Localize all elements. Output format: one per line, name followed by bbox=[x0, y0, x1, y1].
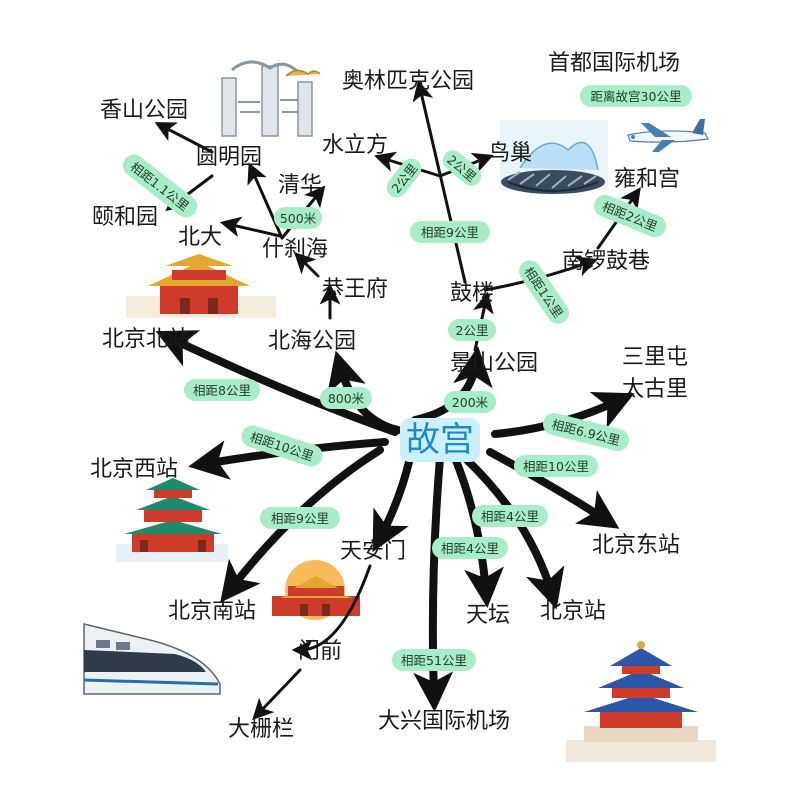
svg-text:距离故宫30公里: 距离故宫30公里 bbox=[591, 89, 682, 104]
place-shichahai[interactable]: 什刹海 bbox=[262, 237, 328, 262]
place-yuanmingyuan[interactable]: 圆明园 bbox=[196, 145, 262, 170]
tower-pavilion-icon bbox=[116, 478, 228, 562]
arrow-xiangshan bbox=[154, 122, 214, 154]
svg-text:2公里: 2公里 bbox=[456, 323, 489, 338]
palace-gate-icon bbox=[126, 254, 276, 318]
arrow-shichahai bbox=[294, 252, 320, 278]
place-gonglou[interactable]: 鼓楼 bbox=[450, 281, 494, 306]
place-niaochao[interactable]: 鸟巢 bbox=[488, 141, 532, 166]
badge-aolin: 相距9公里 bbox=[410, 221, 490, 243]
badge-niaochao: 2公里 bbox=[442, 150, 482, 186]
svg-text:相距4公里: 相距4公里 bbox=[441, 541, 499, 556]
place-nanluoguxiang[interactable]: 南锣鼓巷 bbox=[562, 249, 650, 274]
place-dazhalan[interactable]: 大栅栏 bbox=[228, 717, 294, 742]
place-qinghua[interactable]: 清华 bbox=[278, 173, 322, 198]
badge-gonglou: 2公里 bbox=[448, 319, 496, 341]
place-tiantan[interactable]: 天坛 bbox=[466, 603, 510, 628]
arrow-beijing-north bbox=[155, 330, 399, 436]
place-beijing-station[interactable]: 北京站 bbox=[540, 599, 606, 624]
place-beihai[interactable]: 北海公园 bbox=[268, 329, 356, 354]
arrow-tiananmen bbox=[372, 454, 414, 553]
place-qianmen[interactable]: 门前 bbox=[298, 639, 342, 664]
tiananmen-icon bbox=[272, 560, 360, 620]
svg-text:相距8公里: 相距8公里 bbox=[193, 383, 251, 398]
center-label: 故宫 bbox=[406, 420, 474, 460]
place-beijing-east[interactable]: 北京东站 bbox=[592, 533, 680, 558]
arrow-qianmen bbox=[291, 564, 372, 661]
svg-text:相距4公里: 相距4公里 bbox=[481, 509, 539, 524]
arrow-dazhalan bbox=[252, 668, 302, 721]
badge-east: 相距10公里 bbox=[514, 455, 598, 477]
place-tiananmen[interactable]: 天安门 bbox=[340, 539, 406, 564]
arrow-beihai bbox=[327, 350, 402, 434]
place-jingshan[interactable]: 景山公园 bbox=[450, 351, 538, 376]
temple-of-heaven-icon bbox=[566, 641, 716, 762]
place-beida[interactable]: 北大 bbox=[178, 225, 222, 250]
arrow-aolin bbox=[412, 79, 467, 284]
badge-yonghe: 相距2公里 bbox=[593, 194, 667, 238]
place-labels: 香山公园 圆明园 颐和园 北大 清华 什刹海 水立方 奥林匹克公园 鸟巢 首都国… bbox=[90, 51, 688, 742]
arrow-beida bbox=[219, 216, 282, 238]
badge-station: 相距4公里 bbox=[432, 537, 508, 559]
place-daxing-airport[interactable]: 大兴国际机场 bbox=[378, 709, 510, 734]
svg-text:相距9公里: 相距9公里 bbox=[421, 225, 479, 240]
place-yiheyuan[interactable]: 颐和园 bbox=[92, 205, 158, 230]
place-xiangshan[interactable]: 香山公园 bbox=[100, 98, 188, 123]
badge-north: 相距8公里 bbox=[184, 379, 260, 401]
badge-west: 相距10公里 bbox=[241, 425, 323, 467]
svg-text:相距9公里: 相距9公里 bbox=[271, 511, 329, 526]
svg-text:500米: 500米 bbox=[280, 211, 317, 226]
badge-south: 相距9公里 bbox=[260, 507, 340, 529]
badge-capital: 距离故宫30公里 bbox=[580, 85, 692, 107]
arrow-yuanming bbox=[247, 162, 284, 240]
badge-jingshan: 200米 bbox=[444, 391, 496, 413]
bird-nest-icon bbox=[500, 120, 608, 194]
place-capital-airport[interactable]: 首都国际机场 bbox=[548, 51, 680, 76]
svg-text:200米: 200米 bbox=[452, 395, 489, 410]
svg-text:相距51公里: 相距51公里 bbox=[401, 653, 467, 668]
place-yonghegong[interactable]: 雍和宫 bbox=[614, 167, 680, 192]
yuanmingyuan-ruins-icon bbox=[221, 60, 321, 137]
svg-text:相距10公里: 相距10公里 bbox=[523, 459, 589, 474]
place-beijing-south[interactable]: 北京南站 bbox=[168, 599, 256, 624]
badge-beihai: 800米 bbox=[320, 387, 372, 409]
svg-text:800米: 800米 bbox=[328, 391, 365, 406]
place-gongwangfu[interactable]: 恭王府 bbox=[322, 277, 388, 302]
place-beijing-west[interactable]: 北京西站 bbox=[90, 457, 178, 482]
badge-daxing: 相距51公里 bbox=[392, 649, 476, 671]
airplane-icon bbox=[627, 119, 709, 152]
badge-tiantan: 相距4公里 bbox=[472, 505, 548, 527]
bullet-train-icon bbox=[83, 623, 221, 695]
place-aolinpike[interactable]: 奥林匹克公园 bbox=[342, 69, 474, 94]
place-shuilifang[interactable]: 水立方 bbox=[322, 133, 388, 158]
place-sanlitun-line1[interactable]: 三里屯 bbox=[622, 345, 688, 370]
arrow-beijing-east bbox=[486, 448, 620, 529]
place-beijing-north[interactable]: 北京北站 bbox=[102, 327, 190, 352]
place-sanlitun-line2[interactable]: 太古里 bbox=[622, 377, 688, 402]
badge-qinghua: 500米 bbox=[274, 207, 322, 229]
center-node[interactable]: 故宫 bbox=[400, 418, 480, 462]
